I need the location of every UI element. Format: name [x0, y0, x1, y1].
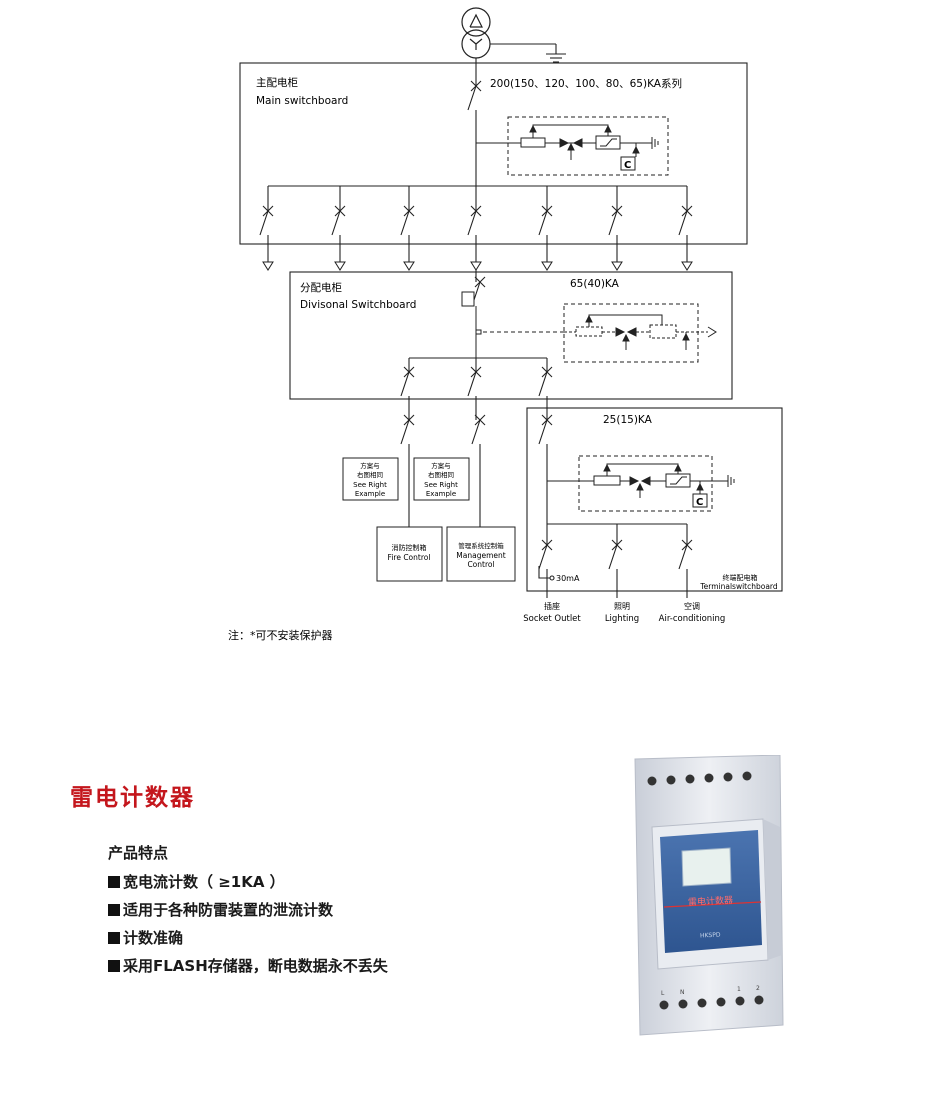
see-right-2-cn1: 方案与 [431, 461, 451, 470]
main-busbar [267, 185, 688, 282]
div-feeder [461, 291, 564, 358]
feature-item: 计数准确 [108, 927, 388, 948]
mgmt-control-en2: Control [467, 560, 494, 569]
aircon-breaker [678, 539, 693, 570]
feature-list: 产品特点 宽电流计数（ ≥1KA ） 适用于各种防雷装置的泄流计数 计数准确 采… [108, 842, 388, 983]
feature-item: 适用于各种防雷装置的泄流计数 [108, 899, 388, 920]
div-branch-breaker [538, 366, 553, 397]
div-busbar [408, 357, 548, 420]
feature-text: 采用FLASH存储器，断电数据永不丢失 [123, 957, 388, 975]
outgoing-arrow-icon [470, 261, 482, 271]
fire-control-cn: 消防控制箱 [392, 543, 427, 552]
see-right-1-en2: Example [355, 490, 385, 498]
mgmt-branch-breaker [471, 414, 486, 445]
load-lighting-en: Lighting [605, 614, 639, 624]
see-right-2-cn2: 右图相同 [428, 470, 454, 479]
load-socket-en: Socket Outlet [523, 614, 581, 624]
load-lighting-cn: 照明 [614, 602, 630, 611]
transformer-icon [461, 7, 491, 59]
main-branch-breaker [678, 205, 693, 236]
feature-text: 宽电流计数（ ≥1KA ） [123, 873, 285, 891]
see-right-1-en1: See Right [353, 481, 387, 489]
main-breaker [467, 80, 482, 111]
socket-breaker [538, 539, 553, 570]
main-title-cn: 主配电柜 [256, 76, 298, 89]
see-right-box-1 [342, 457, 399, 501]
main-branch-breaker [538, 205, 553, 236]
main-title-en: Main switchboard [256, 95, 348, 107]
main-rating: 200(150、120、100、80、65)KA系列 [490, 77, 682, 90]
outgoing-arrow-icon [262, 261, 274, 271]
outgoing-arrow-icon [681, 261, 693, 271]
feature-item: 宽电流计数（ ≥1KA ） [108, 871, 388, 892]
outgoing-arrow-icon [334, 261, 346, 271]
terminal-label-l: L [661, 990, 665, 997]
bullet-square-icon [108, 876, 120, 888]
term-rating: 25(15)KA [603, 414, 653, 426]
main-branch-breaker [608, 205, 623, 236]
terminal-label-2: 2 [756, 985, 760, 992]
div-switchboard-frame [289, 271, 733, 400]
bullet-square-icon [108, 932, 120, 944]
div-spd-module [563, 303, 717, 363]
term-title-en: Terminalswitchboard [699, 582, 778, 591]
see-right-2-en2: Example [426, 490, 456, 498]
diagram-note: 注：*可不安装保护器 [228, 628, 333, 642]
bullet-square-icon [108, 960, 120, 972]
outgoing-arrow-icon [541, 261, 553, 271]
feature-text: 适用于各种防雷装置的泄流计数 [123, 901, 334, 919]
fire-control-en: Fire Control [388, 553, 431, 562]
top-terminals-icon [647, 771, 752, 786]
lightning-counter-device: 雷电计数器 HKSPD L N 1 2 [634, 755, 784, 1036]
feature-item: 采用FLASH存储器，断电数据永不丢失 [108, 955, 388, 976]
load-socket-cn: 插座 [544, 601, 560, 611]
term-busbar [538, 523, 688, 598]
bullet-square-icon [108, 904, 120, 916]
device-brand-text: HKSPD [700, 931, 721, 939]
terminal-switchboard-frame [526, 407, 783, 592]
see-right-1-cn2: 右图相同 [357, 470, 383, 479]
fire-branch-breaker [400, 414, 415, 445]
outgoing-arrow-icon [611, 261, 623, 271]
ground-icon [490, 43, 566, 63]
main-spd-module [476, 116, 669, 176]
rcd-label: 30mA [556, 574, 580, 583]
main-branch-breaker [259, 205, 274, 236]
term-title-cn: 终端配电箱 [723, 573, 758, 582]
features-heading: 产品特点 [108, 844, 169, 862]
main-counter-label: C [624, 160, 631, 171]
outgoing-arrow-icon [403, 261, 415, 271]
term-main-breaker [538, 414, 553, 445]
div-rating: 65(40)KA [570, 278, 620, 290]
bottom-terminals-icon [659, 995, 764, 1010]
fire-control-box [376, 526, 443, 582]
load-aircon-en: Air-conditioning [659, 614, 726, 624]
lighting-breaker [608, 539, 623, 570]
management-control-box [446, 526, 516, 582]
div-branch-breaker [400, 366, 415, 397]
main-branch-breaker [467, 205, 482, 236]
main-branch-breaker [331, 205, 346, 236]
main-switchboard-frame [239, 62, 748, 245]
div-branch-breaker [467, 366, 482, 397]
distribution-diagram: 主配电柜 Main switchboard 200(150、120、100、80… [228, 7, 783, 642]
branch-wires [408, 444, 548, 545]
term-counter-label: C [696, 497, 703, 508]
product-title: 雷电计数器 [70, 785, 195, 811]
main-branch-breaker [400, 205, 415, 236]
see-right-2-en1: See Right [424, 481, 458, 489]
see-right-box-2 [413, 457, 470, 501]
terminal-label-1: 1 [737, 986, 741, 993]
div-title-cn: 分配电柜 [300, 281, 342, 294]
terminal-label-n: N [680, 989, 685, 996]
device-display-text: 雷电计数器 [688, 894, 734, 908]
term-spd-module [547, 455, 735, 512]
see-right-1-cn1: 方案与 [360, 461, 380, 470]
load-aircon-cn: 空调 [684, 601, 700, 611]
mgmt-control-cn: 管理系统控制箱 [458, 541, 504, 550]
feature-text: 计数准确 [123, 929, 184, 947]
mgmt-control-en1: Management [456, 551, 505, 560]
div-title-en: Divisonal Switchboard [300, 299, 416, 311]
